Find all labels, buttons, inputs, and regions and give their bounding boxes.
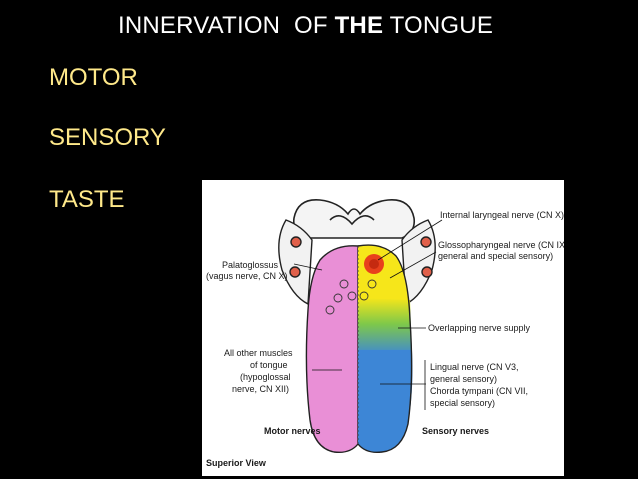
label-muscles-2: of tongue [250,360,288,370]
menu-item-sensory: SENSORY [49,124,166,151]
menu-item-motor: MOTOR [49,64,138,91]
title-text-pre: INNERVATION OF [118,12,335,39]
vallate-papillae [325,279,377,315]
label-muscles-1: All other muscles [224,348,293,358]
left-tonsil-region [278,219,313,306]
label-lingual-3: Chorda tympani (CN VII, [430,386,528,396]
leader-lines [293,219,443,410]
label-overlap: Overlapping nerve supply [428,323,531,333]
label-glossopharyngeal-1: Glossopharyngeal nerve (CN IX, [438,240,564,250]
title-text-bold: THE [334,12,384,39]
tongue-lingual-region [358,350,413,453]
menu-item-taste: TASTE [49,186,125,213]
label-superior-view: Superior View [206,458,267,468]
tongue-innervation-figure: Internal laryngeal nerve (CN X) Glossoph… [202,180,564,476]
tongue-overlap-region [358,298,412,356]
label-muscles-4: nerve, CN XII) [232,384,289,394]
label-palatoglossus-1: Palatoglossus [222,260,279,270]
label-muscles-3: (hypoglossal [240,372,291,382]
label-sensory-nerves: Sensory nerves [422,426,489,436]
label-lingual-1: Lingual nerve (CN V3, [430,362,519,372]
title-text-post: TONGUE [383,12,494,39]
label-palatoglossus-2: (vagus nerve, CN X) [206,271,288,281]
epiglottis-outline [292,199,416,239]
label-glossopharyngeal-2: general and special sensory) [438,251,553,261]
label-lingual-2: general sensory) [430,374,497,384]
label-internal-laryngeal: Internal laryngeal nerve (CN X) [440,210,564,220]
slide-title: INNERVATION OF THE TONGUE [118,12,493,40]
label-lingual-4: special sensory) [430,398,495,408]
tongue-motor-half [305,245,359,454]
label-motor-nerves: Motor nerves [264,426,321,436]
